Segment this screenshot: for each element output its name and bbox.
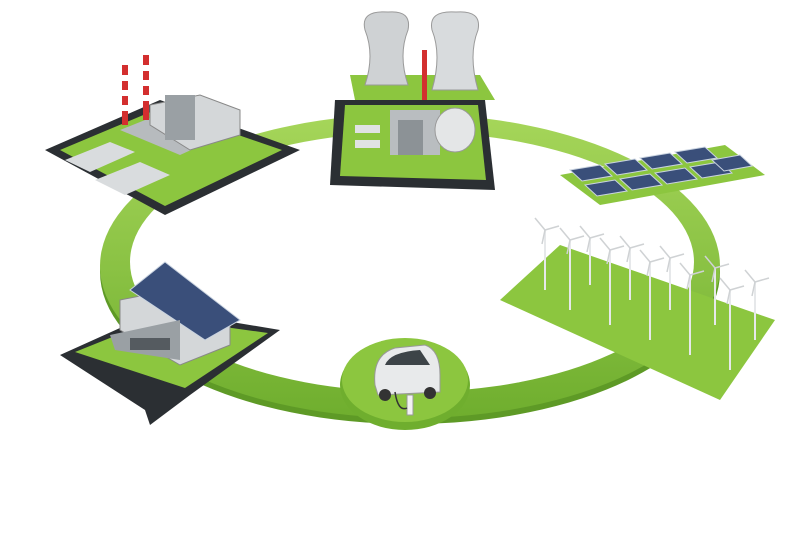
electric-car-icon bbox=[340, 338, 470, 430]
factory-icon bbox=[45, 55, 300, 215]
solar-house-icon bbox=[60, 261, 280, 425]
wind-farm-icon bbox=[500, 217, 775, 400]
solar-panel-field-icon bbox=[560, 145, 765, 205]
nuclear-plant-icon bbox=[330, 11, 495, 190]
